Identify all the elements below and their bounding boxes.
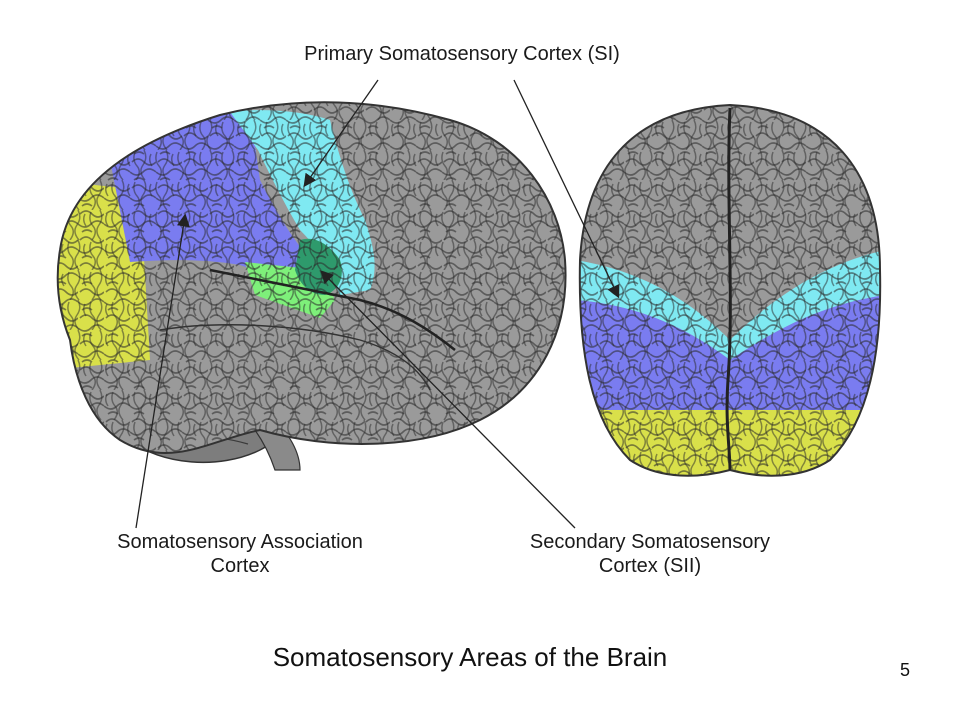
arrow-si-lateral [303,79,379,188]
secondary-label-line1: Secondary Somatosensory [529,531,771,553]
primary-somatosensory-label: Primary Somatosensory Cortex (SI) [304,43,620,65]
arrow-sii [320,270,576,529]
association-label-line1: Somatosensory Association [117,531,363,553]
pointer-lines [135,79,620,529]
association-cortex-label: Somatosensory Association Cortex [80,530,400,578]
page-number: 5 [899,660,910,680]
secondary-somatosensory-label: Secondary Somatosensory Cortex (SII) [500,530,800,578]
arrow-si-top [513,79,620,299]
arrow-association [135,213,190,529]
top-brain-view [578,103,882,477]
association-label-line2: Cortex [210,555,270,577]
lateral-brain-view [56,101,567,471]
slide-caption: Somatosensory Areas of the Brain [272,642,668,672]
secondary-label-line2: Cortex (SII) [598,555,702,577]
